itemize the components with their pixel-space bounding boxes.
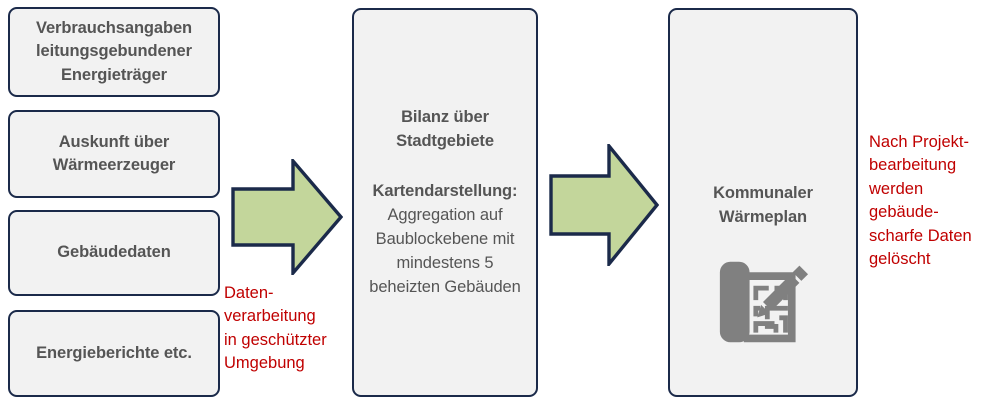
output-title: Kommunaler Wärmeplan bbox=[713, 184, 813, 226]
source-box-label: Auskunft über Wärmeerzeuger bbox=[52, 132, 176, 174]
process-sub-body: Aggregation auf Baublockebene mit mindes… bbox=[369, 205, 521, 296]
source-box-label: Verbrauchsangaben leitungsgebundener Ene… bbox=[35, 18, 193, 84]
source-box-gebaeudedaten: Gebäudedaten bbox=[8, 210, 220, 296]
arrow-sources-to-process-icon bbox=[231, 159, 343, 275]
source-box-verbrauchsangaben: Verbrauchsangaben leitungsgebundener Ene… bbox=[8, 7, 220, 97]
note-datenverarbeitung: Daten- verarbeitung in geschützter Umgeb… bbox=[224, 284, 327, 373]
source-box-label: Energieberichte etc. bbox=[36, 343, 192, 362]
arrow-process-to-output-icon bbox=[549, 144, 659, 266]
note-loeschung: Nach Projekt- bearbeitung werden gebäude… bbox=[869, 133, 972, 269]
process-title: Bilanz über Stadtgebiete bbox=[396, 108, 494, 150]
blueprint-pencil-icon bbox=[719, 261, 809, 343]
process-box-bilanz: Bilanz über Stadtgebiete Kartendarstellu… bbox=[352, 8, 538, 397]
source-box-auskunft-waermeerzeuger: Auskunft über Wärmeerzeuger bbox=[8, 110, 220, 198]
output-box-waermeplan: Kommunaler Wärmeplan bbox=[668, 8, 858, 397]
source-box-label: Gebäudedaten bbox=[57, 243, 171, 262]
source-box-energieberichte: Energieberichte etc. bbox=[8, 310, 220, 397]
process-sub-heading: Kartendarstellung: bbox=[372, 181, 518, 200]
